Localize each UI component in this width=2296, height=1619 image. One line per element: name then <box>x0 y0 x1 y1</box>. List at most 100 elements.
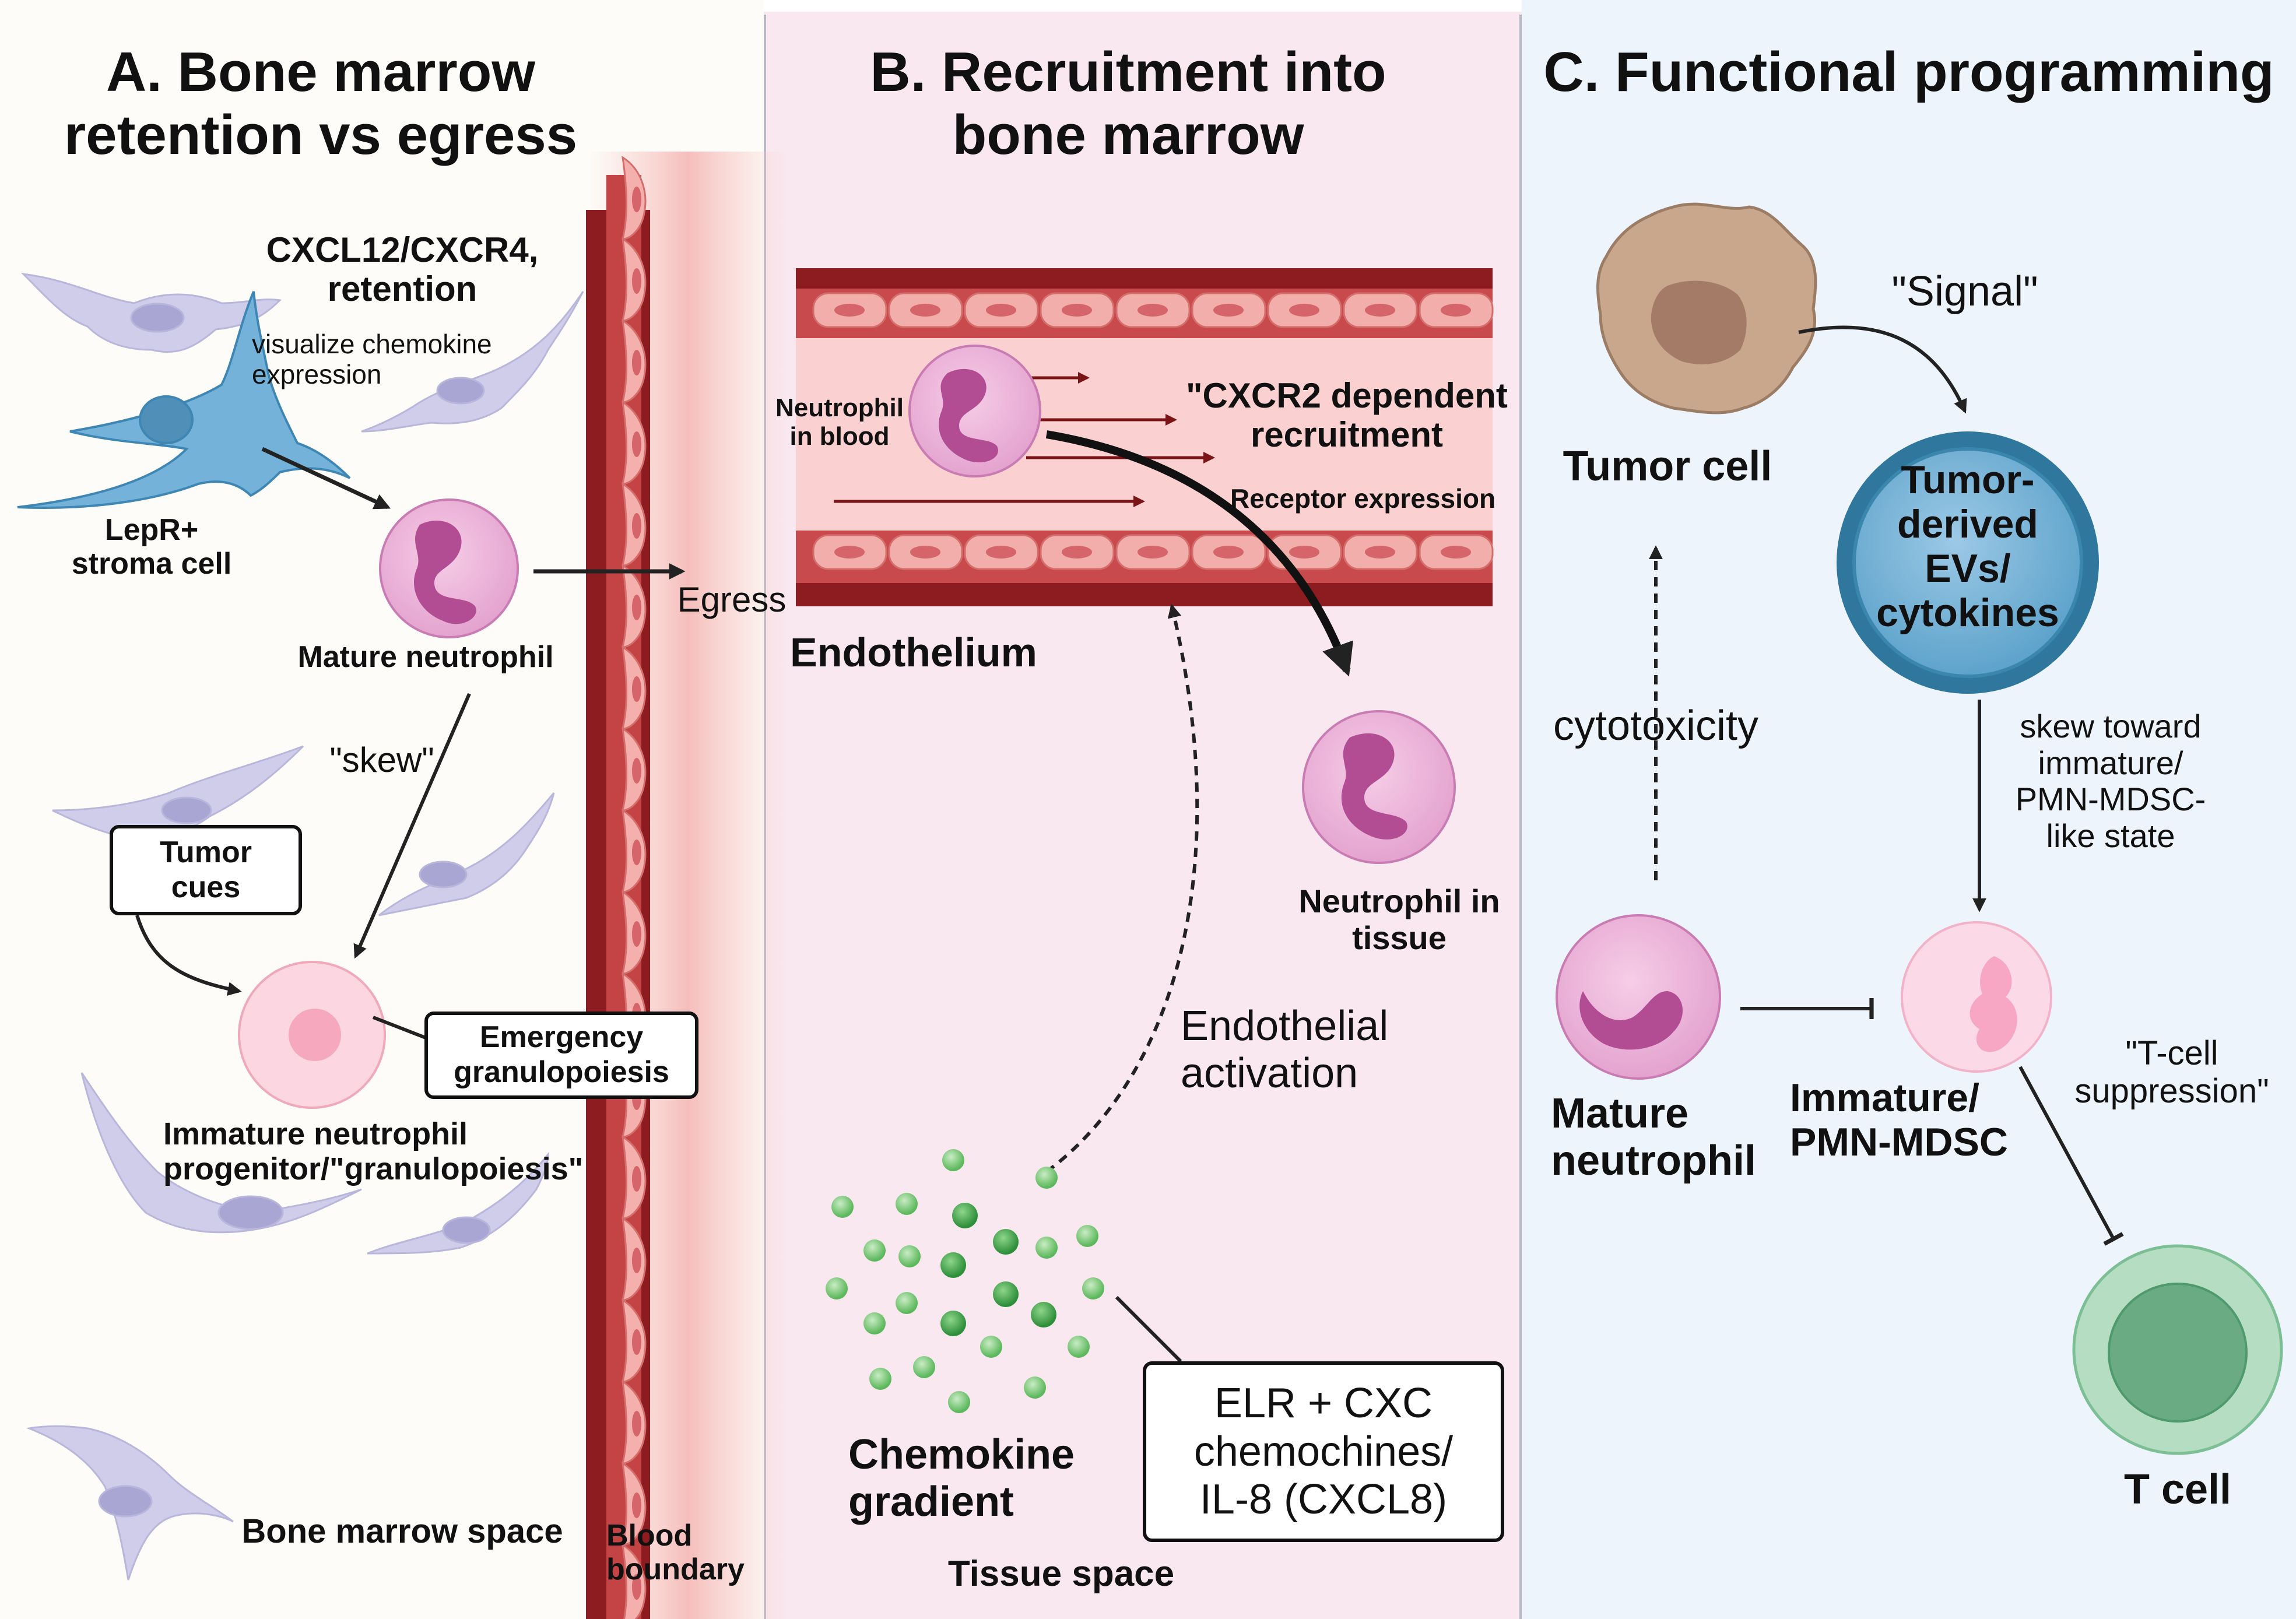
vessel-b-cell <box>964 292 1039 328</box>
panel-a-title: A. Bone marrow retention vs egress <box>64 41 578 166</box>
tumor-derived-evs <box>1837 431 2099 694</box>
line-elr-box <box>1115 1295 1182 1363</box>
chemokine-dot <box>1082 1277 1104 1300</box>
chemokine-dot <box>1031 1302 1056 1327</box>
lepr-stroma-cell <box>17 291 351 509</box>
transmigration-arrow <box>1045 430 1353 677</box>
chemokine-dot <box>896 1292 918 1314</box>
vessel-b-cell <box>1115 292 1191 328</box>
lavender-stroma-cell-5 <box>80 1072 362 1234</box>
bone-marrow-space-label: Bone marrow space <box>241 1512 563 1550</box>
vessel-b-cell <box>812 292 887 328</box>
neutrophil-in-tissue-label: Neutrophil in tissue <box>1298 883 1500 956</box>
vessel-endothelial-cells <box>622 156 647 1619</box>
line-emergency-granulopoiesis <box>372 1016 427 1039</box>
arrow-tumor-cues <box>135 915 242 996</box>
evs-label: Tumor- derived EVs/ cytokines <box>1876 458 2059 635</box>
vessel-b-cell <box>888 534 963 570</box>
panel-c-title: C. Functional programming <box>1543 41 2274 103</box>
chemokine-dot <box>826 1277 848 1300</box>
lavender-stroma-cell-7 <box>26 1425 234 1581</box>
chemokine-dot <box>940 1252 966 1278</box>
tumor-cell-label: Tumor cell <box>1563 443 1772 490</box>
lavender-stroma-cell-6 <box>367 1151 549 1255</box>
vessel-cell <box>622 1135 647 1220</box>
cxcr2-recruitment-label: "CXCR2 dependent recruitment <box>1186 376 1508 455</box>
vessel-cell <box>622 1462 647 1546</box>
vessel-cell <box>622 319 647 403</box>
vessel-cell <box>622 1217 647 1301</box>
tumor-cell <box>1596 202 1817 415</box>
tcell-suppression-label: "T-cell suppression" <box>2074 1034 2269 1110</box>
vessel-cell <box>622 1380 647 1465</box>
immature-progenitor-label: Immature neutrophil progenitor/"granulop… <box>163 1116 584 1187</box>
egress-label: Egress <box>677 580 787 619</box>
chemokine-dot <box>869 1368 891 1390</box>
visualize-chemokine-label: visualize chemokine expression <box>252 329 492 389</box>
chemokine-dot <box>1035 1167 1058 1189</box>
vessel-cell <box>622 645 647 730</box>
pmn-mdsc-label: Immature/ PMN-MDSC <box>1790 1076 2008 1165</box>
chemokine-dot <box>940 1311 966 1336</box>
chemokine-dot <box>993 1229 1019 1255</box>
chemokine-gradient-label: Chemokine gradient <box>848 1431 1075 1525</box>
skew-toward-label: skew toward immature/ PMN-MDSC- like sta… <box>2015 708 2206 855</box>
mature-neutrophil-c <box>1556 914 1721 1080</box>
immature-progenitor-cell <box>238 961 386 1109</box>
chemokine-gradient-dots <box>826 1149 1104 1413</box>
vessel-cell <box>622 156 647 240</box>
vessel-cell <box>622 1543 647 1619</box>
chemokine-dot <box>913 1356 935 1378</box>
vessel-cell <box>622 727 647 812</box>
vessel-cell <box>622 564 647 648</box>
blood-boundary-label: Blood boundary <box>606 1519 745 1587</box>
endothelial-activation-arrow <box>1045 603 1199 1174</box>
chemokine-dot <box>948 1391 970 1413</box>
t-cell <box>2072 1244 2283 1455</box>
chemokine-dot <box>831 1196 854 1218</box>
mature-neutrophil-a <box>379 498 519 638</box>
endothelial-activation-label: Endothelial activation <box>1181 1003 1389 1097</box>
chemokine-dot <box>942 1149 964 1171</box>
arrow-skew <box>353 693 471 959</box>
arrow-signal <box>1798 325 1967 414</box>
lepr-stroma-label: LepR+ stroma cell <box>71 513 232 581</box>
tcell-label: T cell <box>2123 1466 2232 1513</box>
endothelium-label: Endothelium <box>790 630 1037 675</box>
vessel-cell <box>622 401 647 485</box>
elr-cxc-box: ELR + CXC chemochines/ IL-8 (CXCL8) <box>1143 1361 1504 1542</box>
chemokine-dot <box>896 1193 918 1215</box>
vessel-cell <box>622 482 647 567</box>
chemokine-dot <box>863 1312 886 1334</box>
vessel-b-cell <box>1419 534 1494 570</box>
vessel-b-cell <box>1343 534 1418 570</box>
lavender-stroma-cell-2 <box>361 291 584 433</box>
chemokine-dot <box>863 1239 886 1262</box>
chemokine-dot <box>952 1203 978 1228</box>
vessel-cell <box>622 237 647 322</box>
chemokine-dot <box>1035 1237 1058 1259</box>
chemokine-dot <box>898 1245 921 1267</box>
neutrophil-in-blood-label: Neutrophil in blood <box>775 394 904 451</box>
vessel-b-cell <box>964 534 1039 570</box>
chemokine-dot <box>980 1336 1002 1358</box>
vessel-b-cell <box>1191 534 1266 570</box>
vessel-b-cell <box>1267 292 1342 328</box>
signal-label: "Signal" <box>1891 268 2038 315</box>
chemokine-dot <box>1068 1336 1090 1358</box>
inhibition-mdsc-to-tcell <box>2018 1066 2124 1246</box>
lavender-stroma-cell-3 <box>52 745 304 841</box>
neutrophil-in-tissue <box>1302 710 1456 864</box>
lavender-stroma-cell-4 <box>378 792 555 916</box>
cytotoxicity-label: cytotoxicity <box>1553 703 1759 749</box>
skew-label: "skew" <box>329 740 434 779</box>
vessel-cell <box>622 890 647 975</box>
chemokine-dot <box>1024 1376 1046 1399</box>
vessel-cell <box>622 809 647 893</box>
receptor-expression-label: Receptor expression <box>1230 483 1496 514</box>
vessel-b-cell <box>1343 292 1418 328</box>
chemokine-dot <box>1076 1225 1098 1247</box>
mature-neutrophil-c-label: Mature neutrophil <box>1551 1090 1756 1184</box>
